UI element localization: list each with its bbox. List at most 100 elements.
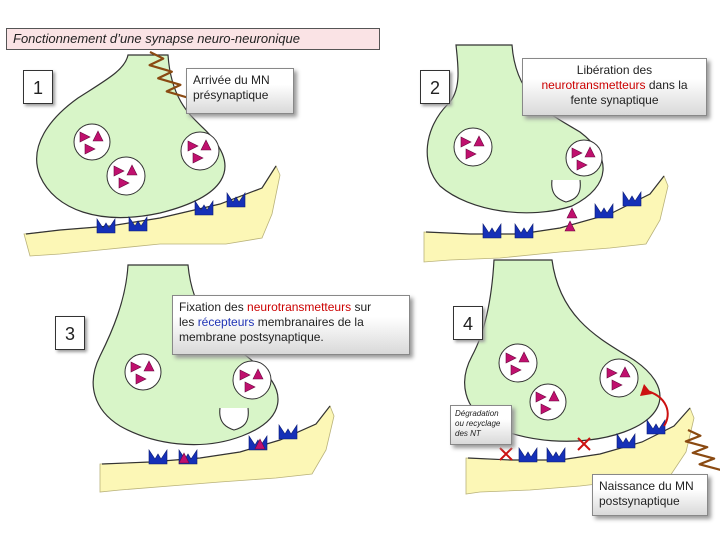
panel-3-released-neurotransmitter-2 bbox=[254, 438, 266, 450]
caption-2-neurotransmitters: neurotransmetteurs bbox=[541, 78, 646, 92]
panel-number-4: 4 bbox=[453, 306, 483, 340]
panel-2-released-neurotransmitter-1 bbox=[566, 207, 578, 219]
panel-1-presynaptic-terminal bbox=[36, 54, 226, 219]
panel-1-vesicle-1-neurotransmitter-1 bbox=[79, 131, 91, 143]
caption-2-line-2-rest: dans la bbox=[645, 78, 688, 92]
panel-2-receptor-3 bbox=[594, 203, 614, 219]
panel-3-receptor-4 bbox=[278, 424, 298, 440]
caption-3-neurotransmitters: neurotransmetteurs bbox=[247, 300, 352, 314]
caption-2-line-3: fente synaptique bbox=[570, 93, 659, 107]
panel-1-vesicle-2-neurotransmitter-3 bbox=[118, 177, 130, 189]
caption-3-l1-a: Fixation des bbox=[179, 300, 248, 314]
caption-1-line-1: Arrivée du MN bbox=[193, 73, 270, 87]
panel-4-vesicle-2-neurotransmitter-2 bbox=[548, 390, 560, 402]
panel-4-vesicle-2-neurotransmitter-3 bbox=[540, 403, 552, 415]
caption-3-l2-b: membranaires de la bbox=[254, 315, 364, 329]
panel-1-receptor-2 bbox=[128, 216, 148, 232]
panel-2-postsynaptic-edge bbox=[425, 175, 665, 235]
panel-1-vesicle-1-neurotransmitter-2 bbox=[92, 130, 104, 142]
panel-3-vesicle-2-neurotransmitter-1 bbox=[239, 369, 251, 381]
panel-1-vesicle-2-neurotransmitter-2 bbox=[126, 164, 138, 176]
birth-line-2: postsynaptique bbox=[599, 494, 680, 508]
panel-4-receptor-4 bbox=[646, 419, 666, 435]
panel-1-vesicle-3-neurotransmitter-3 bbox=[192, 152, 204, 164]
caption-3-line-1: Fixation des neurotransmetteurs sur bbox=[179, 300, 403, 315]
panel-2-vesicle-1 bbox=[453, 127, 493, 167]
panel-1-nerve-impulse bbox=[148, 51, 190, 100]
panel-2-vesicle-2 bbox=[565, 139, 603, 177]
panel-1-vesicle-3-neurotransmitter-2 bbox=[200, 139, 212, 151]
caption-postsynaptic-birth: Naissance du MN postsynaptique bbox=[592, 474, 708, 516]
panel-1-vesicle-2 bbox=[106, 156, 146, 196]
caption-2-line-1: Libération des bbox=[576, 63, 653, 77]
panel-4-receptor-3 bbox=[616, 433, 636, 449]
panel-1-vesicle-3-neurotransmitter-1 bbox=[187, 140, 199, 152]
degradation-line-1: Dégradation bbox=[455, 409, 499, 418]
panel-3-vesicle-1-neurotransmitter-2 bbox=[143, 360, 155, 372]
caption-panel-2: Libération des neurotransmetteurs dans l… bbox=[522, 58, 707, 116]
panel-2-receptor-2 bbox=[514, 223, 534, 239]
panel-2-receptor-4 bbox=[622, 191, 642, 207]
panel-4-recycling-arrow-head bbox=[640, 384, 652, 396]
panel-4-receptor-1 bbox=[518, 447, 538, 463]
panel-4-vesicle-3-neurotransmitter-3 bbox=[611, 379, 623, 391]
panel-3-released-neurotransmitter-1 bbox=[178, 452, 190, 464]
panel-3-vesicle-2 bbox=[232, 360, 272, 400]
caption-3-line-2: les récepteurs membranaires de la bbox=[179, 315, 403, 330]
panel-4-vesicle-1-neurotransmitter-3 bbox=[510, 364, 522, 376]
panel-2-vesicle-1-neurotransmitter-1 bbox=[460, 136, 472, 148]
panel-4-vesicle-1 bbox=[498, 343, 538, 383]
caption-3-l1-b: sur bbox=[351, 300, 372, 314]
panel-2-vesicle-1-neurotransmitter-3 bbox=[465, 148, 477, 160]
panel-4-vesicle-3-neurotransmitter-1 bbox=[606, 367, 618, 379]
panel-4-presynaptic-terminal bbox=[464, 259, 661, 442]
panel-4-vesicle-2 bbox=[529, 383, 567, 421]
panel-3-exocytosis-vesicle bbox=[219, 407, 249, 431]
caption-panel-3: Fixation des neurotransmetteurs sur les … bbox=[172, 295, 410, 355]
caption-3-receptors: récepteurs bbox=[197, 315, 255, 329]
panel-4-vesicle-1-neurotransmitter-2 bbox=[518, 351, 530, 363]
panel-1-vesicle-2-neurotransmitter-1 bbox=[113, 165, 125, 177]
caption-3-l2-a: les bbox=[179, 315, 198, 329]
panel-1-postsynaptic-edge bbox=[25, 165, 277, 235]
panel-1-receptor-3 bbox=[194, 200, 214, 216]
panel-2-vesicle-2-neurotransmitter-3 bbox=[576, 159, 588, 171]
caption-1-line-2: présynaptique bbox=[193, 88, 269, 102]
panel-2-presynaptic-terminal bbox=[426, 44, 604, 214]
panel-3-vesicle-1 bbox=[124, 353, 162, 391]
caption-panel-1: Arrivée du MN présynaptique bbox=[186, 68, 294, 114]
panel-1-vesicle-1-neurotransmitter-3 bbox=[84, 143, 96, 155]
birth-line-1: Naissance du MN bbox=[599, 479, 694, 493]
panel-3-vesicle-2-neurotransmitter-2 bbox=[252, 368, 264, 380]
panel-2-vesicle-2-neurotransmitter-1 bbox=[571, 147, 583, 159]
panel-4-vesicle-1-neurotransmitter-1 bbox=[505, 352, 517, 364]
panel-3-vesicle-2-neurotransmitter-3 bbox=[244, 381, 256, 393]
panel-1-vesicle-3 bbox=[180, 131, 220, 171]
panel-4-receptor-2 bbox=[546, 447, 566, 463]
diagram-title: Fonctionnement d’une synapse neuro-neuro… bbox=[6, 28, 380, 50]
panel-3-vesicle-1-neurotransmitter-1 bbox=[130, 361, 142, 373]
panel-3-receptor-1 bbox=[148, 449, 168, 465]
panel-1-vesicle-1 bbox=[73, 123, 111, 161]
panel-1-receptor-4 bbox=[226, 192, 246, 208]
panel-2-vesicle-1-neurotransmitter-2 bbox=[473, 135, 485, 147]
panel-number-1: 1 bbox=[23, 70, 53, 104]
caption-degradation: Dégradation ou recyclage des NT bbox=[450, 405, 512, 445]
panel-4-degradation-cross-1 bbox=[499, 447, 513, 461]
panel-2-exocytosis-vesicle bbox=[551, 179, 581, 203]
panel-2-receptor-1 bbox=[482, 223, 502, 239]
panel-2-released-neurotransmitter-2 bbox=[564, 220, 576, 232]
degradation-line-3: des NT bbox=[455, 429, 481, 438]
panel-2-vesicle-2-neurotransmitter-2 bbox=[584, 146, 596, 158]
caption-3-line-3: membrane postsynaptique. bbox=[179, 330, 324, 344]
panel-4-degradation-cross-2 bbox=[577, 437, 591, 451]
panel-4-vesicle-2-neurotransmitter-1 bbox=[535, 391, 547, 403]
degradation-line-2: ou recyclage bbox=[455, 419, 501, 428]
caption-2-line-2: neurotransmetteurs dans la bbox=[529, 78, 700, 93]
panel-number-3: 3 bbox=[55, 316, 85, 350]
panel-1-receptor-1 bbox=[96, 218, 116, 234]
panel-4-vesicle-3-neurotransmitter-2 bbox=[619, 366, 631, 378]
panel-3-vesicle-1-neurotransmitter-3 bbox=[135, 373, 147, 385]
panel-4-nerve-impulse bbox=[684, 429, 720, 471]
